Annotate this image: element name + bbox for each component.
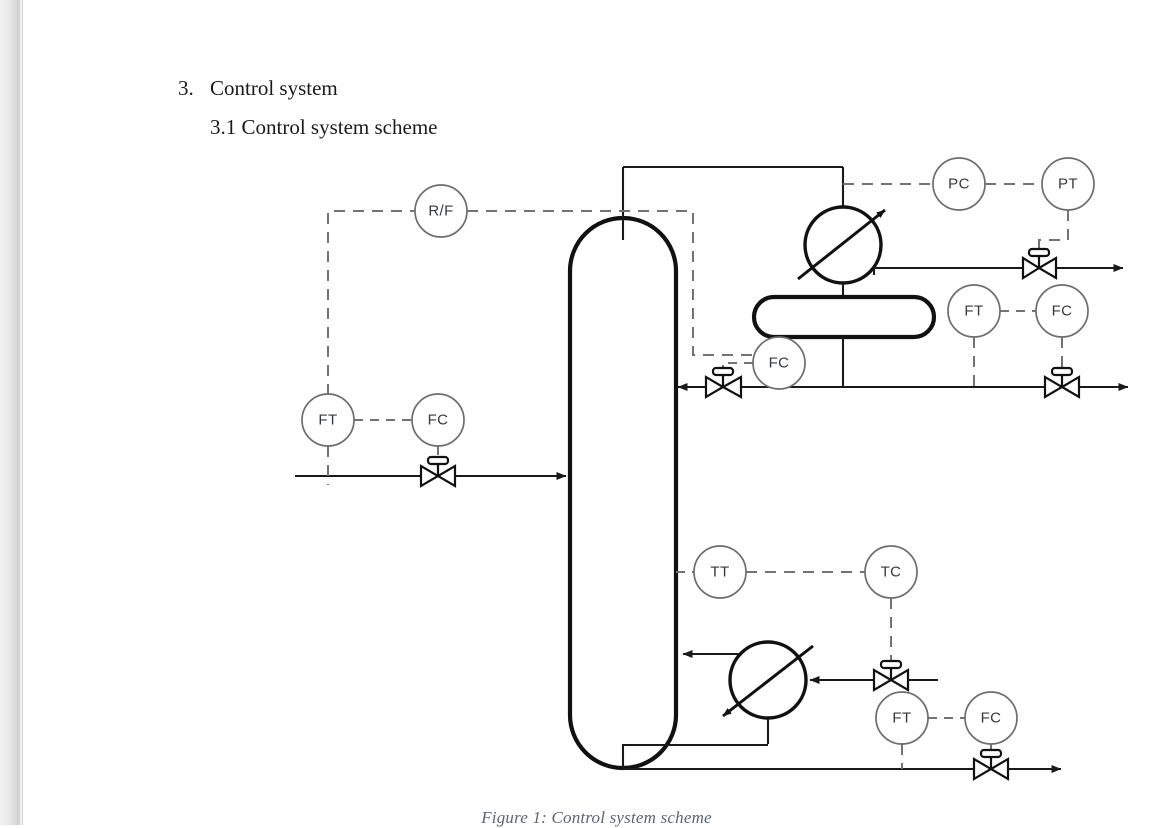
page-edge-rule bbox=[22, 0, 23, 825]
instrument-bubble-tt[interactable]: TT bbox=[693, 545, 747, 599]
control-valve-steam[interactable] bbox=[872, 659, 910, 692]
section-heading-number: 3. bbox=[178, 76, 194, 100]
subsection-heading: 3.1 Control system scheme bbox=[210, 115, 437, 140]
instrument-bubble-pt[interactable]: PT bbox=[1041, 157, 1095, 211]
instrument-tag-ft-distillate: FT bbox=[964, 303, 983, 320]
condenser bbox=[797, 205, 886, 285]
instrument-bubble-fc-feed[interactable]: FC bbox=[411, 393, 465, 447]
signal-rf-to-fc-reflux bbox=[467, 210, 753, 356]
bottoms-product-line bbox=[621, 762, 1062, 773]
control-valve-feed[interactable] bbox=[419, 455, 457, 488]
page-edge-shadow bbox=[0, 0, 22, 825]
reflux-drum bbox=[751, 294, 937, 340]
instrument-tag-tt: TT bbox=[710, 564, 729, 581]
figure-caption: Figure 1: Control system scheme bbox=[481, 808, 712, 827]
instrument-tag-fc-bottoms: FC bbox=[981, 710, 1002, 727]
instrument-tag-fc-reflux: FC bbox=[769, 355, 790, 372]
vapor-vent-line bbox=[872, 264, 1124, 275]
instrument-bubble-ft-feed[interactable]: FT bbox=[301, 393, 355, 447]
instrument-tag-tc: TC bbox=[881, 564, 902, 581]
control-valve-bottoms[interactable] bbox=[972, 748, 1010, 781]
pid-diagram: R/F PC PT FT FC FC bbox=[295, 157, 1129, 781]
instrument-tag-fc-feed: FC bbox=[428, 412, 449, 429]
instrument-bubble-ft-distillate[interactable]: FT bbox=[947, 284, 1001, 338]
instrument-tag-pt: PT bbox=[1058, 176, 1078, 193]
instrument-tag-pc: PC bbox=[948, 176, 970, 193]
control-valve-vapor-vent[interactable] bbox=[1021, 247, 1058, 280]
instrument-bubble-ft-bottoms[interactable]: FT bbox=[875, 691, 929, 745]
section-heading-title: Control system bbox=[210, 76, 338, 100]
distillation-column bbox=[567, 215, 679, 771]
instrument-tag-ft-feed: FT bbox=[318, 412, 337, 429]
section-heading: 3. Control system bbox=[178, 76, 338, 101]
instrument-bubble-pc[interactable]: PC bbox=[932, 157, 986, 211]
instrument-bubble-fc-reflux[interactable]: FC bbox=[752, 336, 806, 390]
document-page: 3. Control system 3.1 Control system sch… bbox=[23, 0, 1170, 827]
instrument-bubble-tc[interactable]: TC bbox=[864, 545, 918, 599]
instrument-tag-ft-bottoms: FT bbox=[892, 710, 911, 727]
signal-ft-feed-to-rf bbox=[327, 210, 415, 485]
instrument-bubble-fc-bottoms[interactable]: FC bbox=[964, 691, 1018, 745]
instrument-tag-fc-distillate: FC bbox=[1052, 303, 1073, 320]
reboiler bbox=[722, 640, 814, 720]
control-valve-reflux[interactable] bbox=[704, 366, 743, 399]
control-valve-distillate[interactable] bbox=[1043, 366, 1081, 399]
instrument-bubble-fc-distillate[interactable]: FC bbox=[1035, 284, 1089, 338]
signal-pt-to-valve-vent bbox=[1038, 210, 1069, 254]
instrument-tag-rf: R/F bbox=[428, 203, 453, 220]
subsection-heading-title: 3.1 Control system scheme bbox=[210, 115, 438, 139]
instrument-bubble-rf[interactable]: R/F bbox=[414, 184, 468, 238]
figure-control-system-scheme: R/F PC PT FT FC FC bbox=[23, 140, 1170, 827]
